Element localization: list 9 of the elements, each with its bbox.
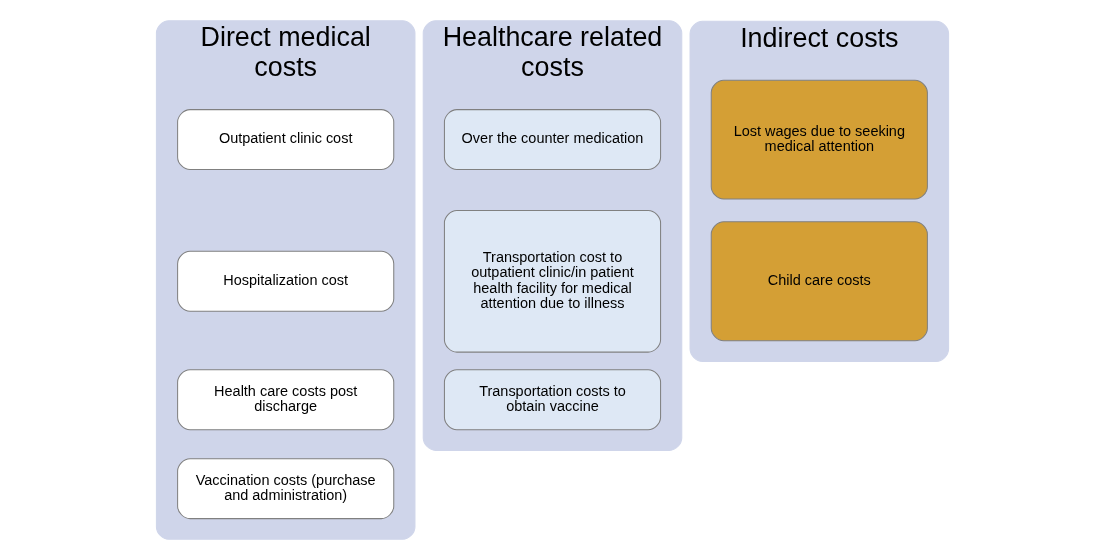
- node-box: Lost wages due to seeking medical attention: [710, 79, 928, 200]
- node-box: Hospitalization cost: [177, 250, 395, 312]
- node-box: Transportation cost to outpatient clinic/in patient health facility for medical attention due to illness: [443, 209, 662, 353]
- node-box: Transportation costs to obtain vaccine: [443, 369, 662, 431]
- node-box: Outpatient clinic cost: [177, 109, 395, 171]
- node-box: Vaccination costs (purchase and administration): [177, 458, 395, 520]
- node-box: Health care costs post discharge: [177, 369, 395, 431]
- node-box: Child care costs: [710, 221, 928, 342]
- node-box: Over the counter medication: [443, 109, 662, 171]
